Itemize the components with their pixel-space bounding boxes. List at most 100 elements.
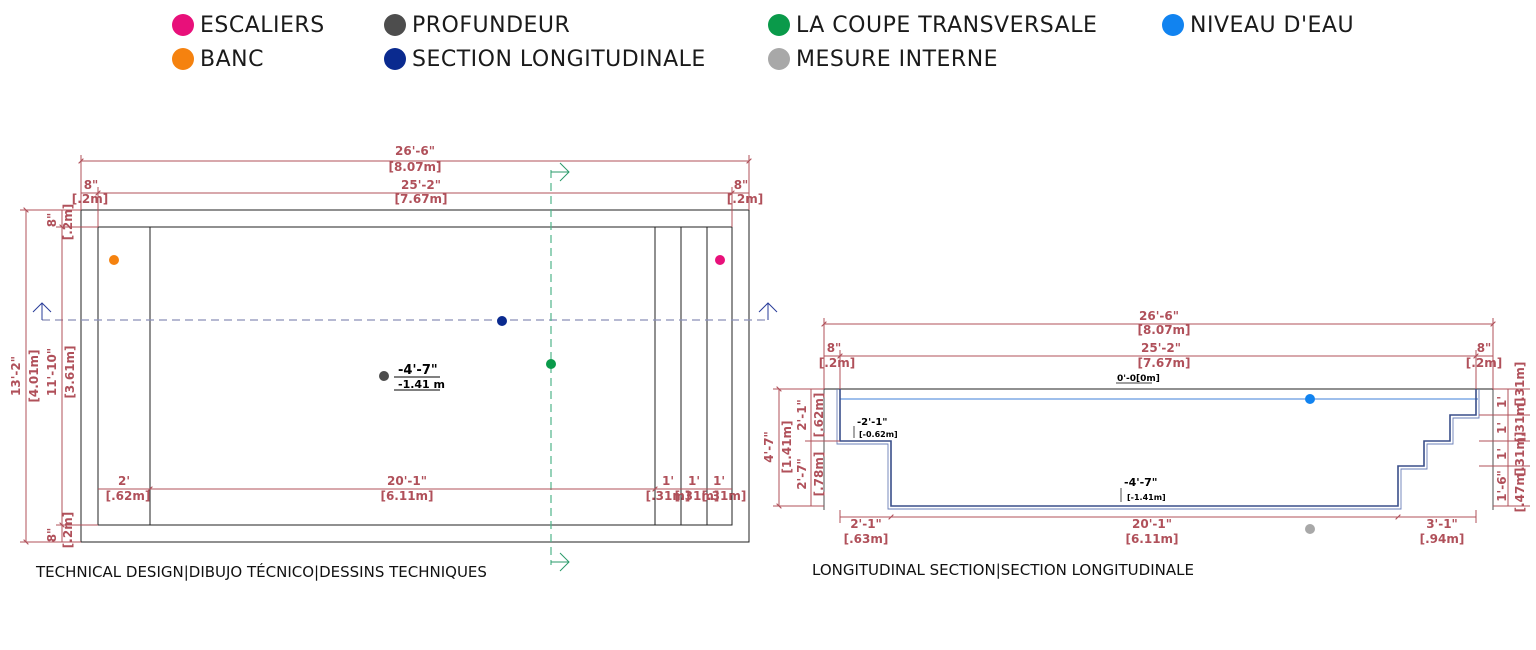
legend-cross-section-label: LA COUPE TRANSVERSALE [796, 12, 1098, 38]
section-riser-dims [1479, 388, 1530, 507]
bench-marker-icon [172, 48, 194, 70]
plan-overall-height-dim [20, 207, 81, 545]
plan-main-length-ft: 20'-1" [387, 474, 427, 488]
section-view: 0'-0[0m] -2'-1" [-0.62m] -4'-7" [-1.41m]… [762, 309, 1530, 546]
plan-step3-m: [.31m] [702, 489, 747, 503]
legend-water: NIVEAU D'EAU [1162, 10, 1354, 40]
section-inner-width-m: [7.67m] [1137, 356, 1190, 370]
section-floor-level-m: [-1.41m] [1127, 493, 1166, 502]
section-left-depth-dims [773, 386, 840, 509]
section-bench-len-ft: 2'-1" [850, 517, 882, 531]
section-total-depth-ft: 4'-7" [762, 431, 776, 463]
plan-top-coping-m: [.2m] [61, 204, 75, 240]
section-main-len-ft: 20'-1" [1132, 517, 1172, 531]
plan-left-coping-m: [.2m] [72, 192, 108, 206]
plan-inner-width-dim [81, 187, 749, 227]
section-left-coping-m: [.2m] [819, 356, 855, 370]
long-section-arrow-left-icon [32, 302, 52, 320]
plan-overall-width-ft: 26'-6" [395, 144, 435, 158]
section-water-level: 0'-0[0m] [1117, 374, 1160, 384]
section-riser3-m: [.31m] [1513, 432, 1527, 477]
plan-step2-m: [.31m] [675, 489, 720, 503]
section-profile-outer [839, 389, 1477, 507]
section-bench-depth-m: [.62m] [812, 393, 826, 438]
cross-section-arrow-bottom-icon [551, 552, 570, 572]
legend-stairs-label: ESCALIERS [200, 12, 325, 38]
plan-right-coping-ft: 8" [734, 178, 749, 192]
legend-long-section: SECTION LONGITUDINALE [384, 44, 706, 74]
legend-bench-label: BANC [200, 46, 264, 72]
section-riser1-m: [.31m] [1513, 362, 1527, 407]
section-bench-depth-ft: 2'-1" [795, 399, 809, 431]
plan-bottom-coping-ft: 8" [45, 528, 59, 543]
section-bench-level-ft: -2'-1" [857, 417, 888, 428]
plan-depth-marker-icon [379, 371, 389, 381]
section-riser1-ft: 1' [1495, 396, 1509, 408]
plan-main-length-m: [6.11m] [380, 489, 433, 503]
plan-step1-m: [.31m] [646, 489, 691, 503]
section-stairs-len-ft: 3'-1" [1426, 517, 1458, 531]
plan-step2-ft: 1' [688, 474, 700, 488]
section-inner-width-ft: 25'-2" [1141, 341, 1181, 355]
plan-coping-outline [80, 209, 750, 543]
section-stairs-len-m: [.94m] [1420, 532, 1465, 546]
section-riser2-m: [.31m] [1513, 398, 1527, 443]
plan-inner-height-ft: 11'-10" [45, 348, 59, 396]
section-profile-inner [836, 389, 1480, 510]
section-overall-width-dim [821, 318, 1496, 389]
section-riser4-ft: 1'-6" [1495, 470, 1509, 502]
legend: ESCALIERS BANC PROFUNDEUR SECTION LONGIT… [0, 0, 1536, 80]
long-section-arrow-right-icon [758, 302, 778, 320]
plan-overall-width-m: [8.07m] [388, 160, 441, 174]
section-bench-level-m: [-0.62m] [859, 430, 898, 439]
section-overall-width-ft: 26'-6" [1139, 309, 1179, 323]
legend-stairs: ESCALIERS [172, 10, 325, 40]
plan-step1-ft: 1' [662, 474, 674, 488]
section-internal-marker-icon [1305, 524, 1315, 534]
section-riser3-ft: 1' [1495, 448, 1509, 460]
section-lower-depth-m: [.78m] [812, 452, 826, 497]
section-left-coping-ft: 8" [827, 341, 842, 355]
cross-section-marker-icon [768, 14, 790, 36]
plan-bench-width-ft: 2' [118, 474, 130, 488]
plan-bench-width-m: [.62m] [106, 489, 151, 503]
legend-internal: MESURE INTERNE [768, 44, 998, 74]
water-marker-icon [1162, 14, 1184, 36]
legend-long-section-label: SECTION LONGITUDINALE [412, 46, 706, 72]
plan-overall-height-m: [4.01m] [27, 349, 41, 402]
section-right-coping-ft: 8" [1477, 341, 1492, 355]
section-riser4-m: [.47m] [1513, 468, 1527, 513]
section-bench-len-m: [.63m] [844, 532, 889, 546]
stairs-marker-icon [172, 14, 194, 36]
plan-long-section-marker-icon [497, 316, 507, 326]
plan-inner-height-dim [56, 210, 98, 542]
plan-view: -4'-7" -1.41 m 26'-6" [8.07m] 25'-2" [7.… [9, 144, 778, 572]
plan-inner-height-m: [3.61m] [63, 345, 77, 398]
section-floor-level-ft: -4'-7" [1124, 476, 1158, 489]
legend-internal-label: MESURE INTERNE [796, 46, 999, 72]
legend-cross-section: LA COUPE TRANSVERSALE [768, 10, 1097, 40]
plan-stairs-marker-icon [715, 255, 725, 265]
plan-depth-ft: -4'-7" [398, 363, 438, 378]
legend-depth-label: PROFUNDEUR [412, 12, 571, 38]
plan-depth-m: -1.41 m [398, 378, 445, 391]
plan-left-coping-ft: 8" [84, 178, 99, 192]
legend-water-label: NIVEAU D'EAU [1190, 12, 1355, 38]
legend-bench: BANC [172, 44, 264, 74]
section-right-coping-m: [.2m] [1466, 356, 1502, 370]
plan-step3-ft: 1' [713, 474, 725, 488]
plan-cross-section-marker-icon [546, 359, 556, 369]
section-lower-depth-ft: 2'-7" [795, 458, 809, 490]
plan-overall-width-dim [78, 155, 752, 210]
plan-overall-height-ft: 13'-2" [9, 356, 23, 396]
section-total-depth-m: [1.41m] [780, 420, 794, 473]
depth-marker-icon [384, 14, 406, 36]
section-caption: LONGITUDINAL SECTION|SECTION LONGITUDINA… [812, 561, 1194, 579]
plan-right-coping-m: [.2m] [727, 192, 763, 206]
internal-marker-icon [768, 48, 790, 70]
plan-bottom-coping-m: [.2m] [61, 512, 75, 548]
section-riser2-ft: 1' [1495, 422, 1509, 434]
legend-depth: PROFUNDEUR [384, 10, 570, 40]
section-bottom-dims [839, 510, 1477, 523]
section-main-len-m: [6.11m] [1125, 532, 1178, 546]
